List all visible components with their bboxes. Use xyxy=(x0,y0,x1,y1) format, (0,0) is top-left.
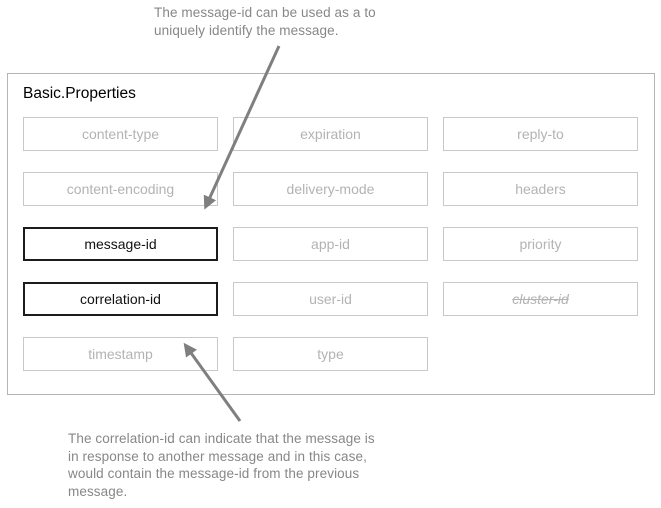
property-box-headers: headers xyxy=(443,172,638,206)
property-box-reply-to: reply-to xyxy=(443,117,638,151)
annotation-line: The correlation-id can indicate that the… xyxy=(68,431,375,446)
property-box-timestamp: timestamp xyxy=(23,337,218,371)
property-box-expiration: expiration xyxy=(233,117,428,151)
correlation-id-annotation: The correlation-id can indicate that the… xyxy=(68,430,375,500)
properties-grid: content-type expiration reply-to content-en… xyxy=(23,117,638,371)
property-box-priority: priority xyxy=(443,227,638,261)
property-box-type: type xyxy=(233,337,428,371)
panel-title: Basic.Properties xyxy=(23,85,136,102)
property-box-correlation-id: correlation-id xyxy=(23,282,218,316)
annotation-line: message. xyxy=(68,483,128,499)
property-box-content-type: content-type xyxy=(23,117,218,151)
message-id-annotation: The message-id can be used as a to uniqu… xyxy=(154,4,376,39)
annotation-line: uniquely identify the message. xyxy=(154,22,339,38)
property-box-message-id: message-id xyxy=(23,227,218,261)
property-box-cluster-id: cluster-id xyxy=(443,282,638,316)
property-box-app-id: app-id xyxy=(233,227,428,261)
annotation-line: The message-id can be used as a to xyxy=(154,5,376,20)
property-box-delivery-mode: delivery-mode xyxy=(233,172,428,206)
property-box-content-encoding: content-encoding xyxy=(23,172,218,206)
annotation-line: would contain the message-id from the pr… xyxy=(68,466,360,481)
basic-properties-panel: Basic.Properties content-type expiration r… xyxy=(7,73,655,395)
property-box-user-id: user-id xyxy=(233,282,428,316)
annotation-line: in response to another message and in th… xyxy=(68,448,367,464)
